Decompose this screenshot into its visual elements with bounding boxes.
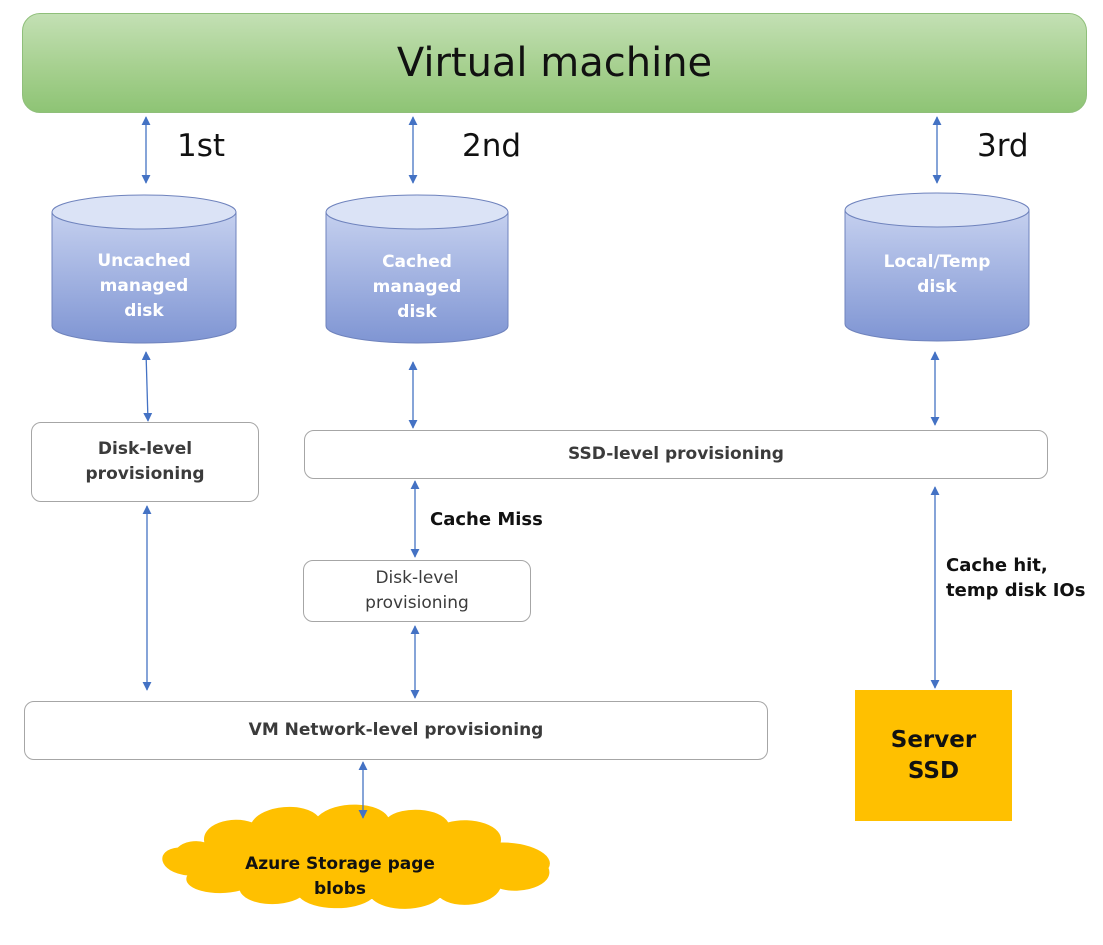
cache-hit-line: temp disk IOs: [946, 580, 1086, 601]
local-temp-disk-cylinder: [844, 192, 1030, 342]
virtual-machine-box: Virtual machine: [22, 13, 1087, 113]
local-disk-line: Local/Temp: [883, 252, 991, 272]
cached-disk-cylinder: [325, 194, 509, 344]
cached-managed-disk-label: Cached managed disk: [326, 250, 508, 325]
server-ssd-box: Server SSD: [855, 690, 1012, 821]
uncached-disk-line: Uncached: [97, 251, 191, 271]
azure-storage-page-blobs-label: Azure Storage page blobs: [230, 852, 450, 902]
server-ssd-line: SSD: [907, 757, 960, 784]
ssd-level-provisioning-label: SSD-level provisioning: [568, 444, 784, 464]
local-temp-disk-label: Local/Temp disk: [845, 250, 1029, 300]
azure-storage-line: blobs: [314, 879, 366, 899]
cached-disk-line: Cached: [382, 252, 452, 272]
order-label-second: 2nd: [462, 128, 522, 164]
uncached-disklevel-arrow: [141, 351, 153, 422]
vm-network-level-provisioning-label: VM Network-level provisioning: [248, 720, 544, 740]
disk-level-mid-line: Disk-level: [375, 568, 459, 588]
uncached-disk-line: disk: [124, 301, 164, 321]
vm-network-level-provisioning: VM Network-level provisioning: [24, 701, 768, 760]
local-disk-line: disk: [917, 277, 957, 297]
uncached-managed-disk-label: Uncached managed disk: [52, 249, 236, 324]
server-ssd-line: Server: [890, 726, 977, 753]
virtual-machine-title: Virtual machine: [396, 40, 713, 86]
disk-level-left-line: Disk-level: [97, 439, 193, 459]
disk-level-provisioning-left: Disk-level provisioning: [31, 422, 259, 502]
uncached-disk-cylinder: [51, 194, 237, 344]
cached-disk-line: managed: [372, 277, 462, 297]
azure-storage-cloud: [162, 804, 550, 909]
azure-storage-line: Azure Storage page: [245, 854, 435, 874]
disk-level-provisioning-mid: Disk-level provisioning: [303, 560, 531, 622]
order-label-third: 3rd: [977, 128, 1029, 164]
cache-hit-note: Cache hit, temp disk IOs: [946, 553, 1085, 603]
disk-level-left-line: provisioning: [85, 464, 205, 484]
ssd-level-provisioning: SSD-level provisioning: [304, 430, 1048, 479]
cache-miss-note: Cache Miss: [430, 509, 543, 530]
uncached-disk-line: managed: [99, 276, 189, 296]
order-label-first: 1st: [177, 128, 226, 164]
cached-disk-line: disk: [397, 302, 437, 322]
disk-level-mid-line: provisioning: [365, 593, 469, 613]
cache-hit-line: Cache hit,: [946, 555, 1048, 576]
